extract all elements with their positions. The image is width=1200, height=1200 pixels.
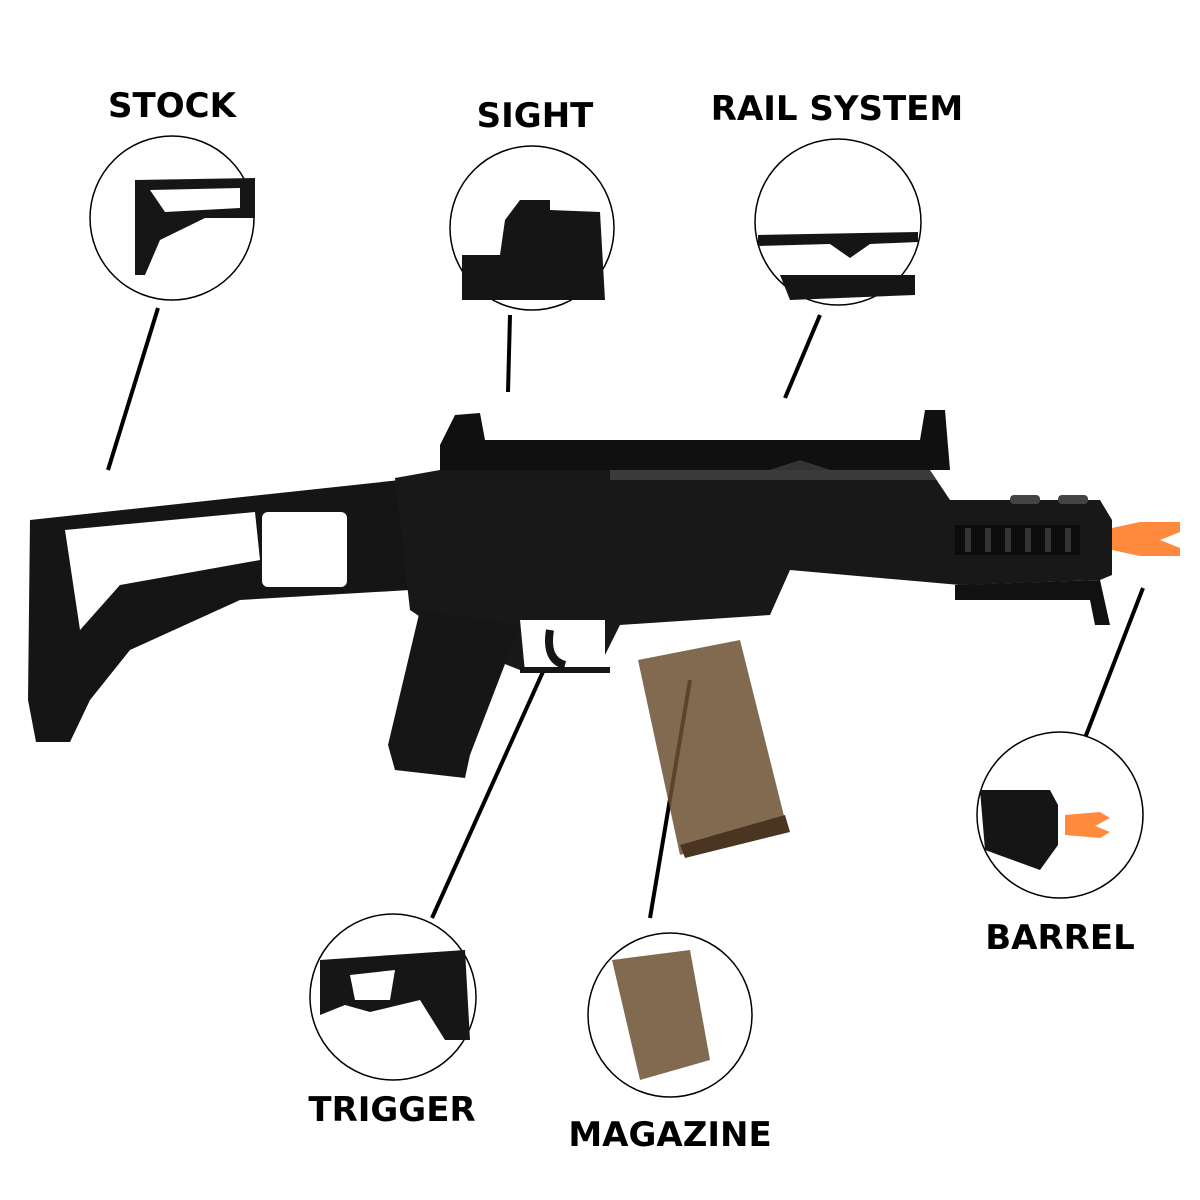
barrel-leader-line	[1083, 587, 1145, 739]
trigger-label: TRIGGER	[308, 1090, 476, 1130]
stock-label: STOCK	[108, 86, 236, 126]
barrel-label: BARREL	[985, 918, 1135, 958]
magazine-label: MAGAZINE	[568, 1115, 772, 1155]
rifle-rail	[440, 410, 950, 470]
rail-leader-line	[783, 314, 822, 399]
trigger-leader-line	[430, 644, 557, 919]
rifle-grip	[388, 610, 520, 778]
rifle-magazine	[638, 640, 785, 855]
orange-tip	[1112, 522, 1180, 556]
rail-detail-circle	[754, 138, 922, 306]
rifle-image	[28, 410, 1180, 858]
sight-leader-line	[506, 314, 512, 393]
sight-label: SIGHT	[476, 96, 594, 136]
rail-system-label: RAIL SYSTEM	[710, 89, 964, 129]
stock-leader-line	[106, 307, 160, 471]
